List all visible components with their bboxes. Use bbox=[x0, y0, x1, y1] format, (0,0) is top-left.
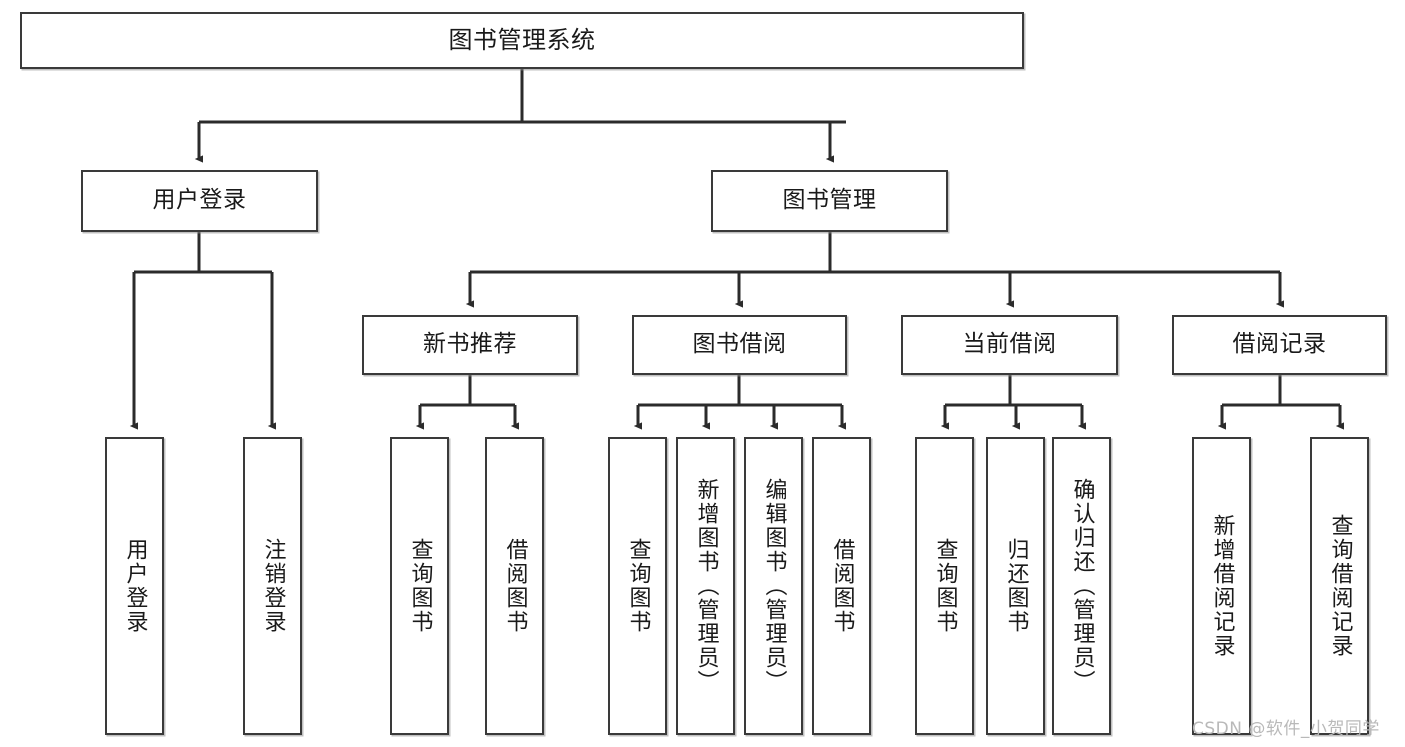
node-label: 确认归还（管理员） bbox=[1069, 478, 1095, 694]
node-book-borrow[interactable]: 图书借阅 bbox=[632, 315, 847, 375]
node-leaf-query-book-1[interactable]: 查询图书 bbox=[390, 437, 449, 735]
node-borrow-record[interactable]: 借阅记录 bbox=[1172, 315, 1387, 375]
node-label: 编辑图书（管理员） bbox=[761, 478, 787, 694]
node-label: 图书管理 bbox=[782, 187, 877, 214]
node-label: 查询借阅记录 bbox=[1327, 514, 1353, 658]
node-label: 查询图书 bbox=[407, 538, 433, 634]
node-leaf-borrow-book-1[interactable]: 借阅图书 bbox=[485, 437, 544, 735]
node-leaf-add-record[interactable]: 新增借阅记录 bbox=[1192, 437, 1251, 735]
node-label: 归还图书 bbox=[1003, 538, 1029, 634]
node-label: 用户登录 bbox=[122, 538, 148, 634]
node-current-borrow[interactable]: 当前借阅 bbox=[901, 315, 1118, 375]
node-new-book-recommend[interactable]: 新书推荐 bbox=[362, 315, 578, 375]
node-label: 图书借阅 bbox=[692, 331, 787, 358]
node-label: 新书推荐 bbox=[423, 331, 517, 358]
node-label: 借阅图书 bbox=[829, 538, 855, 634]
node-label: 借阅记录 bbox=[1232, 331, 1327, 358]
node-leaf-query-record[interactable]: 查询借阅记录 bbox=[1310, 437, 1369, 735]
node-leaf-return-book[interactable]: 归还图书 bbox=[986, 437, 1045, 735]
node-leaf-add-book[interactable]: 新增图书（管理员） bbox=[676, 437, 735, 735]
node-label: 图书管理系统 bbox=[448, 26, 596, 55]
node-label: 借阅图书 bbox=[502, 538, 528, 634]
node-leaf-edit-book[interactable]: 编辑图书（管理员） bbox=[744, 437, 803, 735]
node-label: 新增图书（管理员） bbox=[693, 478, 719, 694]
node-leaf-query-book-2[interactable]: 查询图书 bbox=[608, 437, 667, 735]
node-label: 当前借阅 bbox=[962, 331, 1057, 358]
node-label: 查询图书 bbox=[625, 538, 651, 634]
node-leaf-user-login[interactable]: 用户登录 bbox=[105, 437, 164, 735]
node-leaf-borrow-book-2[interactable]: 借阅图书 bbox=[812, 437, 871, 735]
node-label: 用户登录 bbox=[152, 187, 247, 214]
node-label: 查询图书 bbox=[932, 538, 958, 634]
node-leaf-confirm-return[interactable]: 确认归还（管理员） bbox=[1052, 437, 1111, 735]
node-leaf-query-book-3[interactable]: 查询图书 bbox=[915, 437, 974, 735]
node-root-system[interactable]: 图书管理系统 bbox=[20, 12, 1024, 69]
node-user-login[interactable]: 用户登录 bbox=[81, 170, 318, 232]
node-book-management[interactable]: 图书管理 bbox=[711, 170, 948, 232]
node-leaf-user-logout[interactable]: 注销登录 bbox=[243, 437, 302, 735]
node-label: 新增借阅记录 bbox=[1209, 514, 1235, 658]
node-label: 注销登录 bbox=[260, 538, 286, 634]
